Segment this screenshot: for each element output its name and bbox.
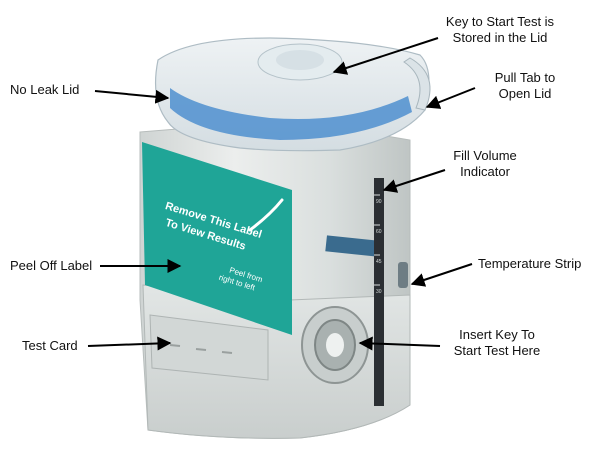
key-slot-center (326, 333, 344, 357)
callout-key-storage-line-2: Stored in the Lid (452, 30, 548, 45)
callout-test-card-line-1: Test Card (22, 338, 78, 353)
callout-arrows (87, 37, 476, 351)
scale-mark-label: 30 (376, 289, 382, 295)
callout-peel-label-line-1: Peel Off Label (10, 258, 93, 273)
arrow-insert-key (358, 336, 441, 351)
callout-key-storage-line-1: Key to Start Test is (445, 14, 555, 29)
callout-fill-volume-line-1: Fill Volume (453, 148, 517, 163)
callout-temperature: Temperature Strip (478, 256, 594, 272)
callout-test-card: Test Card (22, 338, 88, 354)
callout-peel-label: Peel Off Label (10, 258, 102, 274)
callout-fill-volume: Fill Volume Indicator (430, 148, 540, 180)
lid-blue-band (170, 88, 412, 140)
arrow-no-leak-lid (94, 89, 170, 104)
scale-mark-label: 90 (376, 199, 382, 205)
test-card-window (149, 314, 269, 381)
scale-mark-label: 45 (376, 259, 382, 265)
arrow-pull-tab (425, 87, 476, 109)
cup-illustration: Remove This Label To View Results Peel f… (139, 119, 411, 439)
label-curl (248, 198, 284, 232)
callout-pull-tab-line-2: Open Lid (498, 86, 552, 101)
callout-insert-key: Insert Key To Start Test Here (438, 327, 556, 359)
scale-mark-label: 60 (376, 229, 382, 235)
callout-no-leak-lid: No Leak Lid (10, 82, 92, 98)
pull-tab (403, 57, 431, 111)
callout-pull-tab-line-1: Pull Tab to (494, 70, 556, 85)
arrow-fill-volume (382, 169, 446, 193)
callout-insert-key-line-1: Insert Key To (459, 327, 535, 342)
callout-key-storage: Key to Start Test is Stored in the Lid (420, 14, 580, 46)
peel-off-label (142, 142, 292, 335)
callout-no-leak-lid-line-1: No Leak Lid (10, 82, 80, 97)
callout-insert-key-line-2: Start Test Here (453, 343, 541, 358)
temperature-strip-window (398, 262, 408, 288)
callout-fill-volume-line-2: Indicator (460, 164, 510, 179)
temperature-strip (325, 235, 379, 257)
arrow-test-card (87, 336, 172, 351)
scale-marks: 90 60 45 30 (374, 194, 382, 295)
arrow-key-storage (332, 37, 439, 75)
arrow-temperature (410, 263, 473, 287)
callout-pull-tab: Pull Tab to Open Lid (470, 70, 580, 102)
callout-temperature-line-1: Temperature Strip (478, 256, 582, 271)
fill-volume-scale (374, 178, 384, 406)
